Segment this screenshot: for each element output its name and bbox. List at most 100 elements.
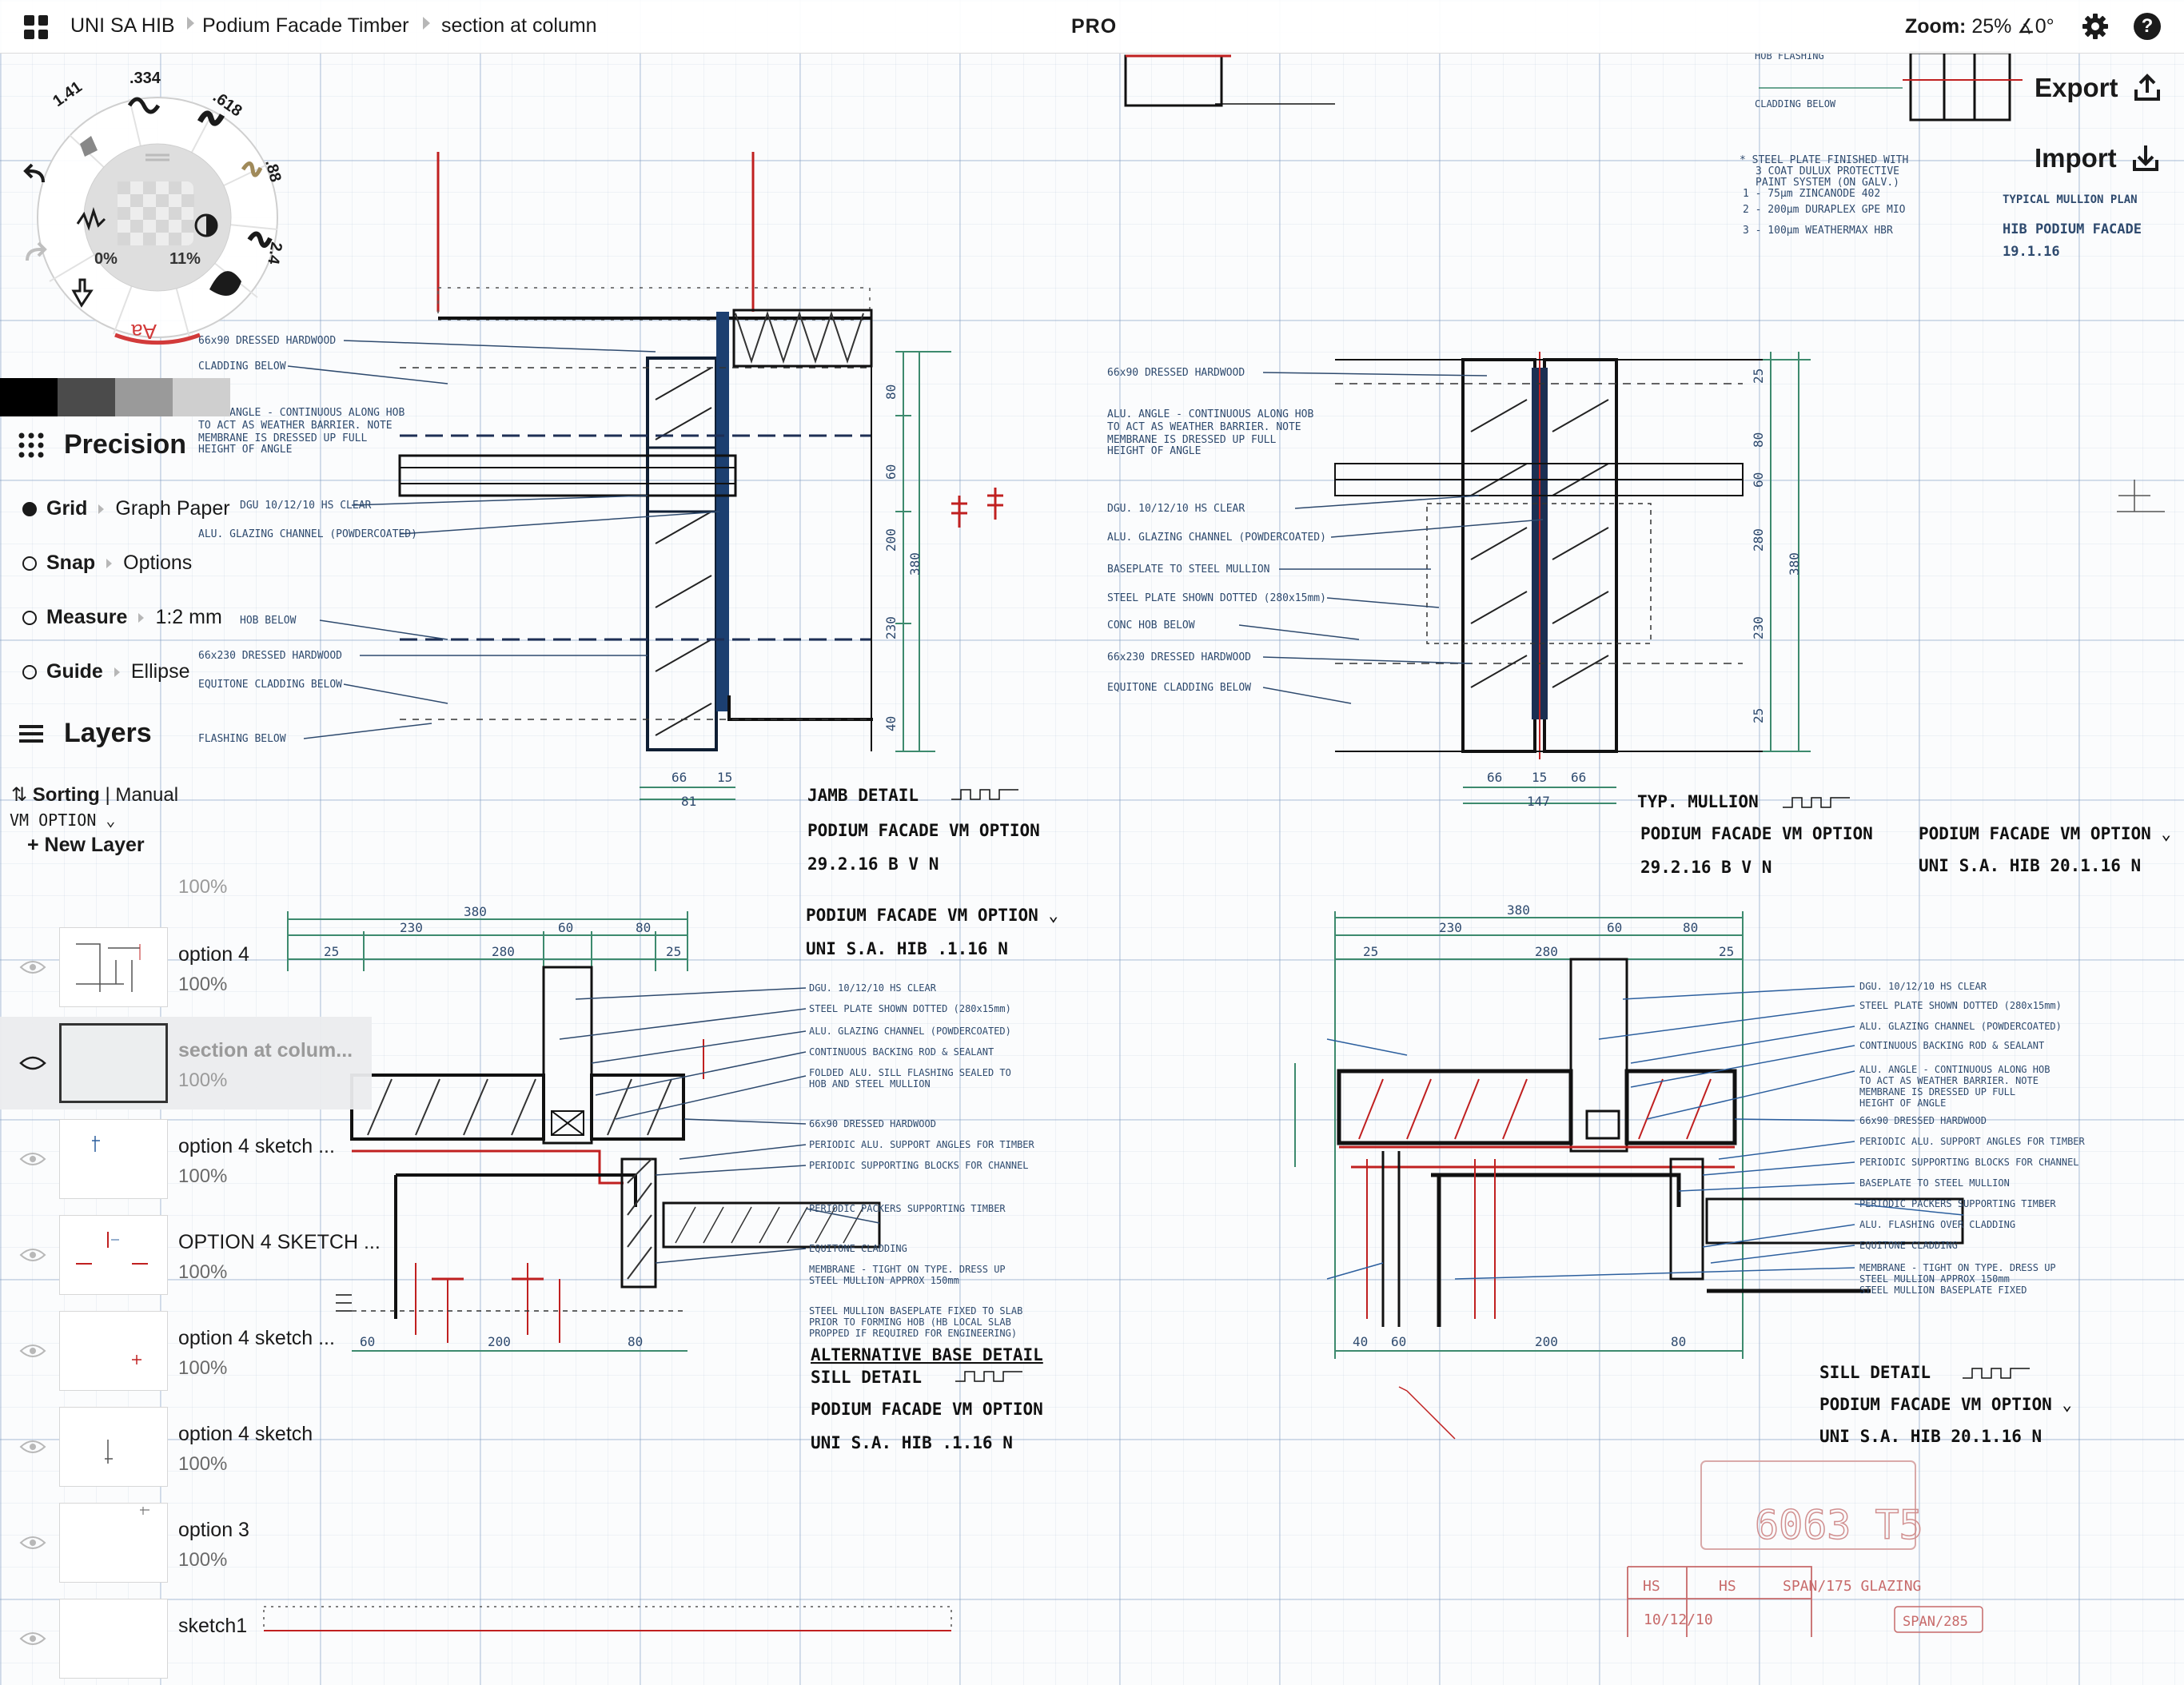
eye-icon[interactable] xyxy=(19,1631,46,1647)
annotation: 66x90 DRESSED HARDWOOD xyxy=(198,335,336,347)
layer-opacity: 100% xyxy=(178,1549,228,1571)
svg-text:60: 60 xyxy=(1391,1334,1406,1349)
layer-thumbnail[interactable] xyxy=(59,1599,168,1679)
layer-row[interactable]: option 4 100% xyxy=(0,921,372,1014)
svg-text:Aa: Aa xyxy=(131,320,157,344)
eye-icon[interactable] xyxy=(19,1439,46,1455)
svg-text:UNI S.A. HIB 20.1.16 N: UNI S.A. HIB 20.1.16 N xyxy=(1919,856,2141,875)
annotation: DGU. 10/12/10 HS CLEAR xyxy=(1107,503,1245,515)
annotation: PERIODIC ALU. SUPPORT ANGLES FOR TIMBER xyxy=(1859,1136,2086,1147)
svg-text:200: 200 xyxy=(883,528,899,552)
svg-text:TYP. MULLION: TYP. MULLION xyxy=(1637,792,1759,811)
breadcrumb-layer[interactable]: section at column xyxy=(441,14,597,37)
svg-text:60: 60 xyxy=(883,464,899,480)
chevron-right-icon xyxy=(423,17,430,30)
pencil-sketch-notes: 6063 T5 HS HS SPAN/175 GLAZING 10/12/10 … xyxy=(1627,1460,1983,1637)
svg-text:1 - 75µm ZINCANODE 402: 1 - 75µm ZINCANODE 402 xyxy=(1743,188,1880,200)
svg-text:200: 200 xyxy=(488,1334,511,1349)
svg-text:0%: 0% xyxy=(94,250,118,268)
annotation: PERIODIC ALU. SUPPORT ANGLES FOR TIMBER xyxy=(809,1139,1035,1150)
eye-icon[interactable] xyxy=(19,1343,46,1359)
layer-sorting[interactable]: ⇅ Sorting | Manual xyxy=(11,783,178,807)
sill-notes: DGU. 10/12/10 HS CLEAR STEEL PLATE SHOWN… xyxy=(1326,981,2086,1296)
svg-text:CLADDING BELOW: CLADDING BELOW xyxy=(1755,98,1836,110)
layer-row-selected[interactable]: section at colum... 100% xyxy=(0,1017,372,1109)
swatch-dark-gray[interactable] xyxy=(58,378,115,416)
layer-thumbnail[interactable] xyxy=(59,1215,168,1295)
pro-badge[interactable]: PRO xyxy=(1071,15,1118,38)
layers-header[interactable]: Layers xyxy=(18,718,152,749)
svg-text:PODIUM FACADE VM OPTION: PODIUM FACADE VM OPTION xyxy=(1640,824,1873,843)
precision-option-grid[interactable]: Grid Graph Paper xyxy=(22,497,230,520)
option-value[interactable]: Graph Paper xyxy=(115,497,230,520)
svg-text:25: 25 xyxy=(1751,708,1766,723)
layer-row[interactable]: OPTION 4 SKETCH ... 100% xyxy=(0,1209,381,1301)
eye-icon[interactable] xyxy=(19,1247,46,1263)
swatch-mid-gray[interactable] xyxy=(115,378,173,416)
svg-text:380: 380 xyxy=(907,552,923,576)
swatch-light-gray[interactable] xyxy=(173,378,230,416)
annotation: EQUITONE CLADDING BELOW xyxy=(1107,682,1251,694)
radio-indicator[interactable] xyxy=(22,501,37,516)
option-value[interactable]: Ellipse xyxy=(130,660,190,683)
layer-thumbnail[interactable] xyxy=(59,1503,168,1583)
eye-icon[interactable] xyxy=(19,1055,46,1071)
gallery-grid-icon[interactable] xyxy=(24,15,48,39)
layer-row[interactable]: option 4 sketch ... 100% xyxy=(0,1305,372,1397)
undo-icon[interactable] xyxy=(21,160,50,189)
gear-icon[interactable] xyxy=(2081,12,2110,41)
radio-indicator[interactable] xyxy=(22,556,37,571)
layer-opacity: 100% xyxy=(178,876,228,898)
radio-indicator[interactable] xyxy=(22,610,37,625)
export-button[interactable]: Export xyxy=(2035,72,2163,104)
layer-row[interactable]: option 3 100% xyxy=(0,1496,372,1589)
layer-group-label[interactable]: VM OPTION ⌄ xyxy=(10,811,116,830)
mullion-title-block: TYP. MULLION PODIUM FACADE VM OPTION 29.… xyxy=(1637,792,2171,877)
layer-row[interactable]: option 4 sketch ... 100% xyxy=(0,1113,372,1205)
layer-name: section at colum... xyxy=(178,1039,353,1062)
redo-icon[interactable] xyxy=(21,238,50,267)
precision-option-guide[interactable]: Guide Ellipse xyxy=(22,660,190,683)
layer-thumbnail[interactable] xyxy=(59,1023,168,1103)
layer-thumbnail[interactable] xyxy=(59,1407,168,1487)
layer-row[interactable]: option 4 sketch 100% xyxy=(0,1400,372,1493)
zoom-readout[interactable]: Zoom: 25% ∡0° xyxy=(1905,14,2054,38)
layer-thumbnail[interactable] xyxy=(59,1119,168,1199)
option-value[interactable]: 1:2 mm xyxy=(155,606,222,628)
breadcrumb-drawing[interactable]: Podium Facade Timber xyxy=(202,14,409,37)
base-notes: DGU. 10/12/10 HS CLEAR STEEL PLATE SHOWN… xyxy=(559,982,1035,1339)
precision-option-snap[interactable]: Snap Options xyxy=(22,552,192,575)
svg-text:80: 80 xyxy=(1683,920,1698,935)
annotation: 66x90 DRESSED HARDWOOD xyxy=(809,1118,936,1129)
svg-text:25: 25 xyxy=(666,944,681,959)
annotation: HEIGHT OF ANGLE xyxy=(1859,1097,1946,1109)
radio-indicator[interactable] xyxy=(22,664,37,679)
layer-thumbnail[interactable] xyxy=(59,927,168,1007)
precision-header[interactable]: Precision xyxy=(18,429,186,460)
svg-text:15: 15 xyxy=(717,770,732,785)
annotation: 66x230 DRESSED HARDWOOD xyxy=(198,650,342,662)
new-layer-button[interactable]: + New Layer xyxy=(27,834,145,856)
chevron-right-icon xyxy=(138,612,145,623)
import-button[interactable]: Import xyxy=(2035,142,2162,174)
swatch-black[interactable] xyxy=(0,378,58,416)
help-icon[interactable]: ? xyxy=(2134,13,2161,40)
breadcrumb-project[interactable]: UNI SA HIB xyxy=(70,14,175,37)
svg-text:1.41: 1.41 xyxy=(50,78,86,110)
annotation: ALU. GLAZING CHANNEL (POWDERCOATED) xyxy=(1107,532,1326,544)
annotation: EQUITONE CLADDING xyxy=(1859,1240,1958,1251)
chevron-right-icon xyxy=(114,667,120,677)
eye-icon[interactable] xyxy=(19,1151,46,1167)
brush-wheel[interactable]: 1.41 .334 .618 .88 2.4 0% 11% Aa xyxy=(18,66,297,361)
export-label: Export xyxy=(2035,73,2118,102)
svg-text:3 - 100µm WEATHERMAX HBR: 3 - 100µm WEATHERMAX HBR xyxy=(1743,225,1893,237)
layer-row[interactable]: sketch1 xyxy=(0,1592,372,1685)
svg-text:66: 66 xyxy=(672,770,687,785)
option-value[interactable]: Options xyxy=(123,552,193,574)
drawing-canvas[interactable]: 80 60 200 380 230 40 66 15 81 66x90 DRES… xyxy=(0,0,2184,1637)
precision-option-measure[interactable]: Measure 1:2 mm xyxy=(22,606,222,629)
eye-icon[interactable] xyxy=(19,1535,46,1551)
layer-thumbnail[interactable] xyxy=(59,1311,168,1391)
annotation: STEEL PLATE SHOWN DOTTED (280x15mm) xyxy=(809,1003,1011,1014)
eye-icon[interactable] xyxy=(19,959,46,975)
